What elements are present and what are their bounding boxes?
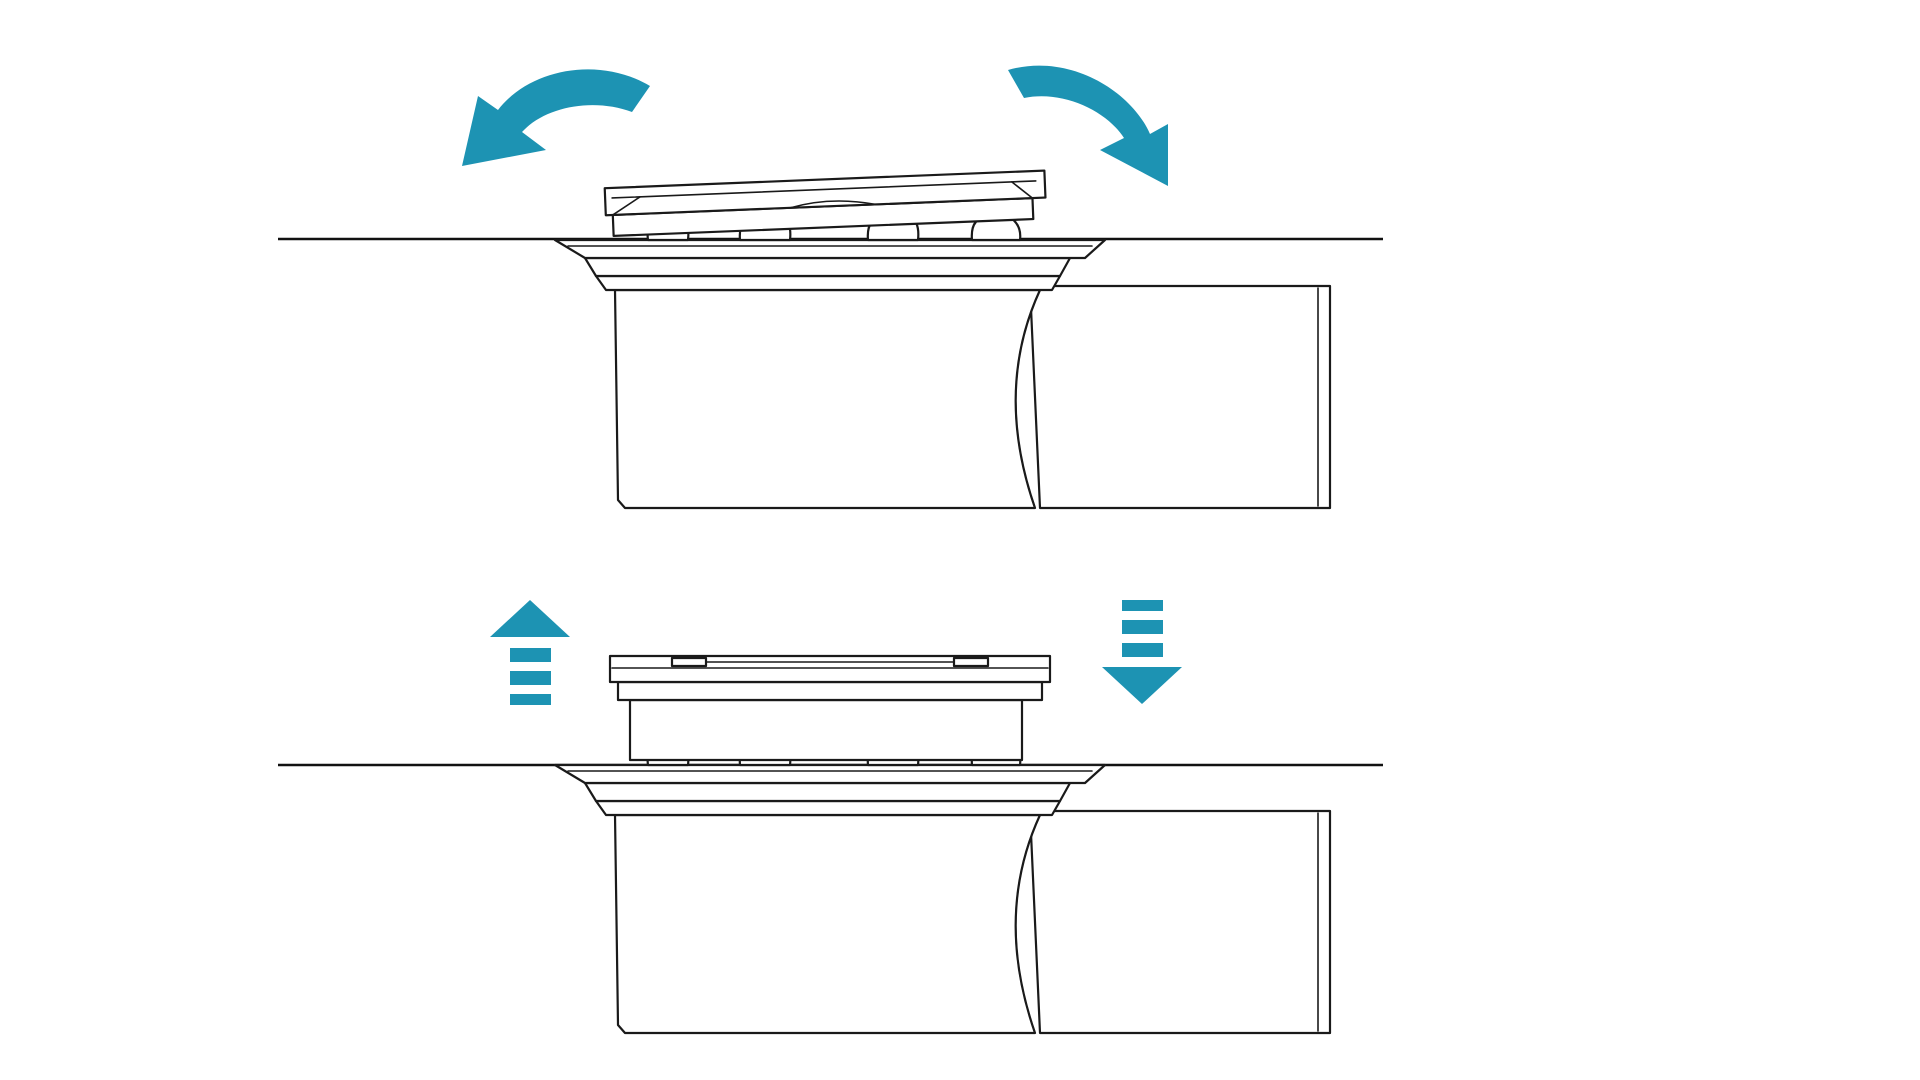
rotate-arrows-icon [462,65,1168,186]
lifting-grate-view [278,600,1383,1035]
drain-body [553,238,1332,510]
drain-grate [608,654,1052,702]
drain-body [553,763,1332,1035]
rotate-left-arrow-icon [462,69,650,166]
up-arrow-icon [490,600,570,705]
rotate-right-arrow-icon [1008,65,1168,186]
grate-insert [628,694,1024,762]
down-arrow-icon [1102,600,1182,704]
up-down-arrows-icon [490,600,1182,705]
drain-grate [603,169,1047,238]
tilting-grate-view [278,65,1383,510]
